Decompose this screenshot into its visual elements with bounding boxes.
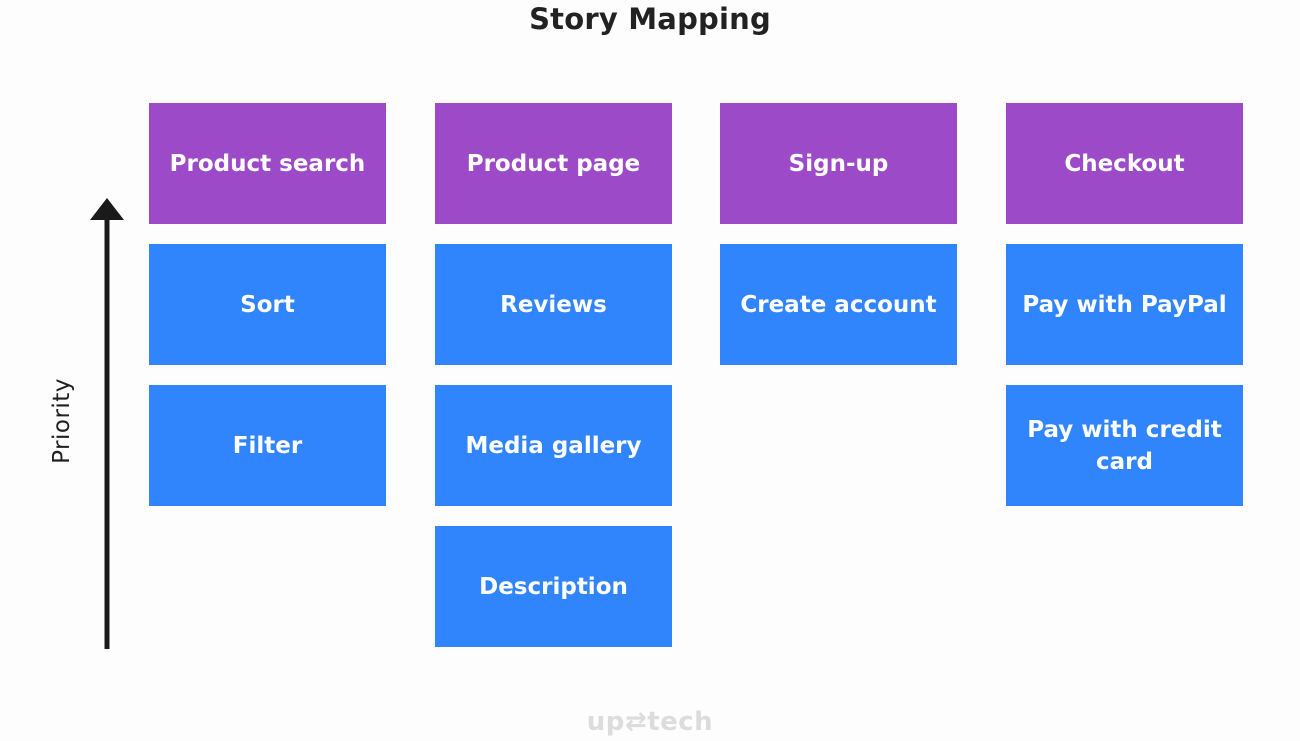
story-card-media-gallery: Media gallery — [435, 385, 672, 506]
story-card-description: Description — [435, 526, 672, 647]
page-title: Story Mapping — [529, 2, 771, 36]
story-card-reviews: Reviews — [435, 244, 672, 365]
epic-card-product-search: Product search — [149, 103, 386, 224]
story-card-create-account: Create account — [720, 244, 957, 365]
story-card-sort: Sort — [149, 244, 386, 365]
epic-card-product-page: Product page — [435, 103, 672, 224]
story-card-pay-with-paypal: Pay with PayPal — [1006, 244, 1243, 365]
story-card-filter: Filter — [149, 385, 386, 506]
story-card-pay-with-credit-card: Pay with credit card — [1006, 385, 1243, 506]
epic-card-checkout: Checkout — [1006, 103, 1243, 224]
epic-card-sign-up: Sign-up — [720, 103, 957, 224]
priority-axis-label: Priority — [49, 378, 75, 464]
uptech-logo: up⇄tech — [586, 707, 714, 737]
priority-arrow-icon — [90, 198, 124, 649]
